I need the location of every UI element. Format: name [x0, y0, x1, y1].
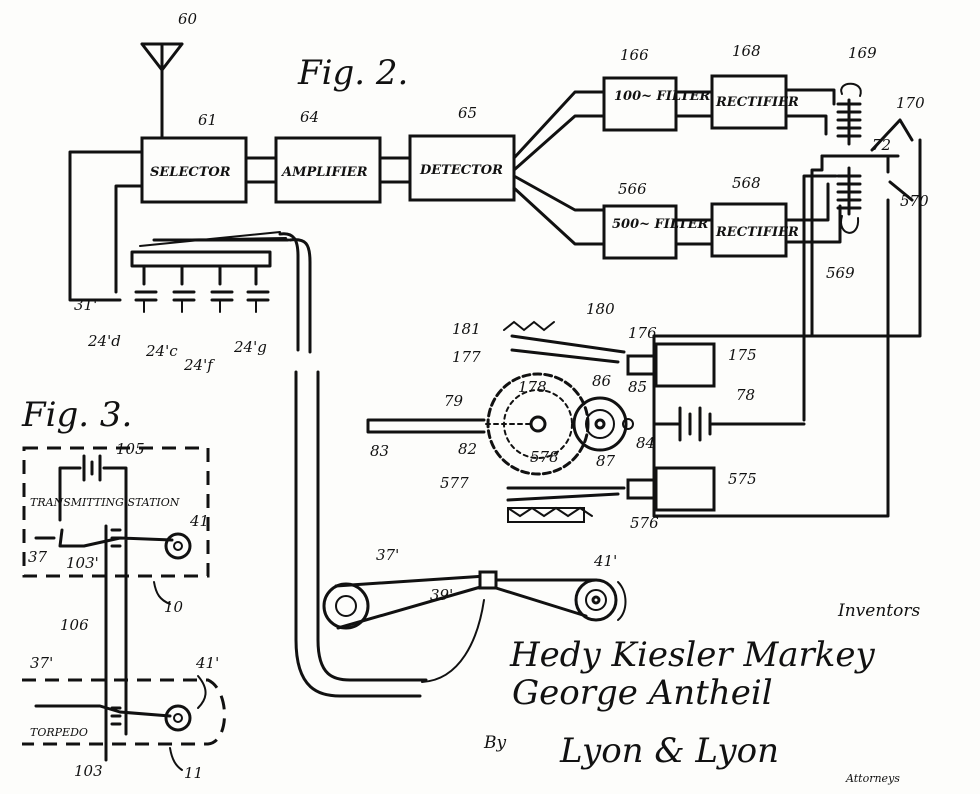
inventor-name-1: Hedy Kiesler Markey: [509, 635, 876, 675]
motor-41-icon: [164, 532, 192, 560]
ref-64: 64: [300, 108, 319, 126]
attorneys-label: Attorneys: [845, 772, 900, 785]
ref-166: 166: [620, 46, 649, 64]
ref-41prime-fig2: 41': [593, 552, 617, 570]
ref-39prime: 39': [430, 586, 453, 604]
ref-176: 176: [628, 324, 657, 342]
ref-169: 169: [848, 44, 877, 62]
motor-575-icon: [626, 466, 716, 512]
ref-24d: 24'd: [87, 332, 121, 350]
transmitting-station-frame: [22, 446, 210, 578]
ref-106: 106: [60, 616, 89, 634]
ref-180: 180: [586, 300, 615, 318]
rectifier-168-block: RECTIFIER: [710, 74, 799, 130]
ref-37prime-fig3: 37': [30, 654, 53, 672]
ref-170: 170: [896, 94, 925, 112]
ref-37prime-fig2: 37': [376, 546, 399, 564]
commutator-switch-icon: [130, 231, 290, 313]
ref-65: 65: [458, 104, 477, 122]
relay-coil-569-icon: [836, 166, 862, 234]
ref-566: 566: [618, 180, 647, 198]
ref-24c: 24'c: [145, 342, 178, 360]
ratchet-wheel-icon: [366, 372, 590, 476]
ref-antenna: 60: [178, 10, 198, 28]
ref-178: 178: [518, 378, 547, 396]
rectifier-168-label: RECTIFIER: [715, 95, 799, 110]
attorney-signature: Lyon & Lyon: [559, 731, 779, 771]
ref-31prime: 31': [74, 296, 97, 314]
ref-72: 72: [872, 136, 891, 154]
ref-24f: 24'f: [183, 356, 215, 374]
ref-569: 569: [826, 264, 855, 282]
record-drum-icon: [322, 570, 598, 630]
by-label: By: [483, 733, 506, 753]
inventor-name-2: George Antheil: [512, 673, 773, 713]
motor-41prime-fig3-icon: [164, 675, 207, 732]
ref-87: 87: [596, 452, 616, 470]
fig3-title: Fig. 3.: [21, 395, 132, 435]
relay-coil-169-icon: [836, 82, 862, 146]
ref-84: 84: [636, 434, 655, 452]
rectifier-568-label: RECTIFIER: [715, 225, 799, 240]
amplifier-label: AMPLIFIER: [280, 165, 368, 180]
ref-168: 168: [732, 42, 761, 60]
ref-82: 82: [458, 440, 477, 458]
ref-568: 568: [732, 174, 761, 192]
ref-577: 577: [440, 474, 469, 492]
ref-41prime-fig3: 41': [195, 654, 219, 672]
ref-41-fig3: 41: [189, 512, 209, 530]
battery-78-icon: [652, 334, 806, 518]
torpedo-label: TORPEDO: [30, 726, 88, 739]
ref-576: 576: [630, 514, 659, 532]
ref-motor-175: 175: [728, 346, 757, 364]
ref-177: 177: [452, 348, 481, 366]
ratchet-pawl-icon: [503, 320, 626, 523]
selector-block: SELECTOR: [140, 136, 248, 204]
inventors-heading: Inventors: [837, 601, 920, 621]
filter-100-block: 100~ FILTER: [602, 76, 711, 132]
fig2-title: Fig. 2.: [297, 53, 408, 93]
ref-78: 78: [736, 386, 755, 404]
motor-41prime-icon: [574, 578, 627, 622]
battery-105-icon: [58, 454, 128, 528]
ref-86: 86: [592, 372, 612, 390]
transmitting-station-label: TRANSMITTING STATION: [30, 496, 180, 509]
ref-181: 181: [452, 320, 481, 338]
ref-motor-575: 575: [728, 470, 757, 488]
amplifier-block: AMPLIFIER: [274, 136, 382, 204]
drive-gear-icon: [572, 396, 634, 452]
detector-block: DETECTOR: [408, 134, 516, 202]
ref-103prime: 103': [66, 554, 99, 572]
ref-79: 79: [444, 392, 464, 410]
ref-105: 105: [116, 440, 145, 458]
ref-61: 61: [198, 111, 217, 129]
ref-103: 103: [74, 762, 103, 780]
motor-175-icon: [626, 342, 716, 388]
ref-11: 11: [184, 764, 203, 782]
ref-10: 10: [164, 598, 184, 616]
selector-label: SELECTOR: [150, 165, 231, 180]
ref-83: 83: [370, 442, 389, 460]
detector-label: DETECTOR: [419, 163, 503, 178]
ref-37-fig3: 37: [28, 548, 48, 566]
antenna-icon: [140, 42, 184, 140]
ref-24g: 24'g: [233, 338, 267, 356]
filter-500-block: 500~ FILTER: [602, 204, 709, 260]
record-ribbon-tube: [278, 232, 485, 698]
ref-578: 578: [530, 448, 559, 466]
ref-85: 85: [628, 378, 647, 396]
torpedo-frame: [22, 678, 226, 746]
ref-570: 570: [900, 192, 929, 210]
rectifier-568-block: RECTIFIER: [710, 202, 799, 258]
